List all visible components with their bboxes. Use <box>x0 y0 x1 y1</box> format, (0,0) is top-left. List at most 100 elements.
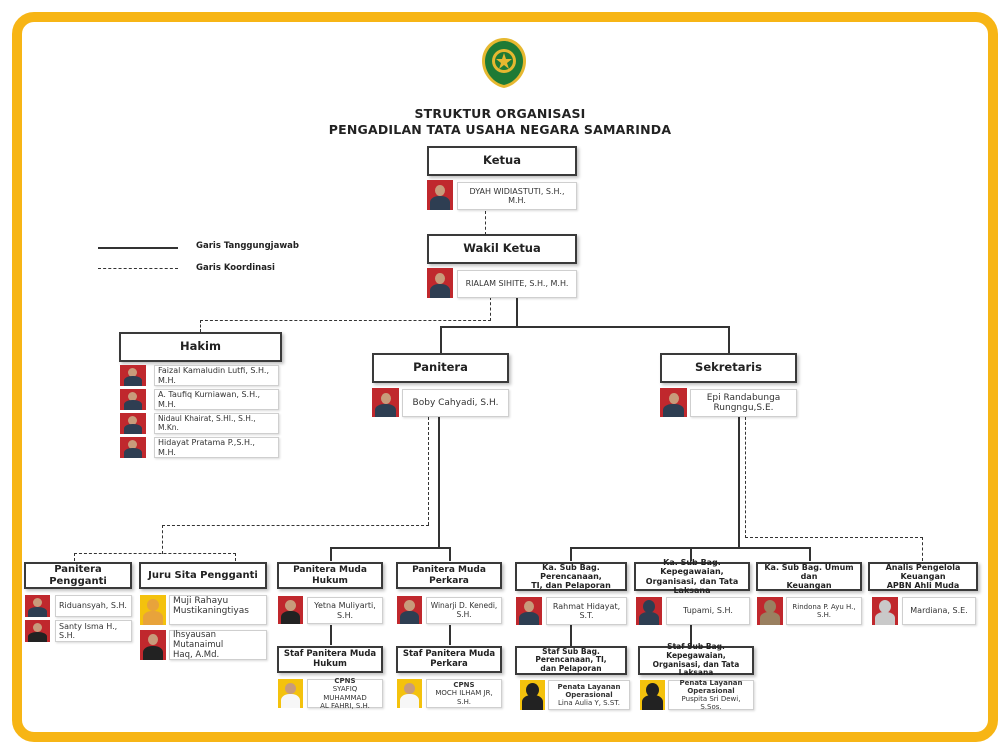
wakil-photo <box>427 268 453 298</box>
hakim-photo-2 <box>120 389 146 410</box>
uk-photo <box>757 597 783 625</box>
sekretaris-name-line1: Epi Randabunga <box>706 392 781 403</box>
legend-solid-label: Garis Tanggungjawab <box>196 241 300 251</box>
connector-wakil-down <box>516 297 518 327</box>
apk-title-line1: Analis Pengelola Keuangan <box>885 562 961 581</box>
apk-title-line2: APBN Ahli Muda <box>886 581 960 591</box>
apk-name: Mardiana, S.E. <box>902 597 976 625</box>
legend-solid-line <box>98 247 178 249</box>
jsp-member-2-line2: Haq, A.Md. <box>173 649 220 660</box>
ketua-name: DYAH WIDIASTUTI, S.H., M.H. <box>457 182 577 210</box>
pmp-photo <box>397 596 422 624</box>
connector-ptl-drop <box>570 547 572 561</box>
connector-ptl-staf <box>570 625 572 646</box>
jsp-title-box: Juru Sita Pengganti <box>139 562 267 589</box>
ptl-staf-title-line2: dan Pelaporan <box>540 663 602 673</box>
hakim-photo-4 <box>120 437 146 458</box>
pmh-photo <box>278 596 303 624</box>
pp-photo-1 <box>25 595 50 617</box>
sekretaris-name-line2: Rungngu,S.E. <box>713 403 774 413</box>
jsp-photo-1 <box>140 595 166 625</box>
pmh-staf-photo <box>278 679 303 708</box>
hakim-member-3: Nidaul Khairat, S.HI., S.H., M.Kn. <box>154 413 279 434</box>
jsp-member-1-line1: Muji Rahayu <box>173 596 229 606</box>
connector-pan-pp-v <box>428 417 429 525</box>
pmp-staf-title-box: Staf Panitera Muda Perkara <box>396 646 502 673</box>
pp-photo-2 <box>25 620 50 642</box>
legend-dashed-label: Garis Koordinasi <box>196 263 275 273</box>
court-logo-icon <box>482 38 526 88</box>
pmh-staf-name-line1: SYAFIQ MUHAMMAD <box>323 685 367 702</box>
hakim-member-4: Hidayat Pratama P.,S.H., M.H. <box>154 437 279 458</box>
ketua-photo <box>427 180 453 210</box>
kot-title-box: Ka. Sub Bag. Kepegawaian, Organisasi, da… <box>634 558 750 595</box>
connector-sekretaris-drop <box>728 326 730 353</box>
connector-sek-sub-v <box>738 417 740 548</box>
connector-pan-pm-v <box>438 417 440 548</box>
kot-name: Tupami, S.H. <box>666 597 750 625</box>
connector-wakil-hakim-v <box>490 297 491 321</box>
connector-pp-drop <box>74 553 75 561</box>
connector-uk-drop <box>809 547 811 561</box>
ptl-title-line1: Ka. Sub Bag. Perencanaan, <box>540 562 602 581</box>
pmp-staf-name: MOCH ILHAM JR, S.H. <box>435 689 493 706</box>
ptl-staf-name: Lina Aulia Y, S.ST. <box>558 699 620 708</box>
kot-staf-role-line1: Penata Layanan <box>679 678 743 687</box>
uk-title-box: Ka. Sub Bag. Umum dan Keuangan <box>756 562 862 591</box>
ketua-title-box: Ketua <box>427 146 577 176</box>
connector-panitera-drop <box>440 326 442 353</box>
pp-title-box: Panitera Pengganti <box>24 562 132 589</box>
kot-staf-title-line1: Staf Sub Bag. Kepegawaian, <box>666 642 726 660</box>
pmp-staf-photo <box>397 679 422 708</box>
wakil-name: RIALAM SIHITE, S.H., M.H. <box>457 270 577 298</box>
connector-pan-pp-h <box>162 525 429 526</box>
ptl-staf-role-line2: Operasional <box>565 690 613 699</box>
connector-pmp-staf <box>449 625 451 645</box>
kot-title-line1: Ka. Sub Bag. Kepegawaian, <box>660 558 724 577</box>
pmp-name: Winarji D. Kenedi, S.H. <box>426 597 502 624</box>
hakim-member-1: Faizal Kamaludin Lutfi, S.H., M.H. <box>154 365 279 386</box>
hakim-photo-1 <box>120 365 146 386</box>
ptl-title-line2: TI, dan Pelaporan <box>531 581 611 591</box>
pmp-title-box: Panitera Muda Perkara <box>396 562 502 589</box>
pp-member-2: Santy Isma H., S.H. <box>55 620 132 642</box>
kot-photo <box>636 597 662 625</box>
kot-staf-info: Penata Layanan Operasional Puspita Sri D… <box>668 678 754 712</box>
connector-pp-jsp-v <box>162 525 163 554</box>
ptl-title-box: Ka. Sub Bag. Perencanaan, TI, dan Pelapo… <box>515 562 627 591</box>
ptl-name: Rahmat Hidayat, S.T. <box>546 597 627 625</box>
kot-staf-role-line2: Operasional <box>687 686 735 695</box>
sekretaris-title-box: Sekretaris <box>660 353 797 383</box>
connector-apk-drop <box>922 537 923 561</box>
legend-dashed-line <box>98 268 178 269</box>
pmh-title-box: Panitera Muda Hukum <box>277 562 383 589</box>
pp-member-1: Riduansyah, S.H. <box>55 595 132 617</box>
pmh-staf-role: CPNS <box>334 677 356 686</box>
hakim-member-2: A. Taufiq Kurniawan, S.H., M.H. <box>154 389 279 410</box>
sekretaris-photo <box>660 388 687 417</box>
connector-pp-jsp-bar <box>74 553 236 554</box>
panitera-photo <box>372 388 399 417</box>
ptl-staf-role-line1: Penata Layanan <box>557 682 621 691</box>
jsp-member-1-line2: Mustikaningtiyas <box>173 606 249 617</box>
hakim-photo-3 <box>120 413 146 434</box>
wakil-title-box: Wakil Ketua <box>427 234 577 264</box>
connector-ketua-wakil <box>485 211 486 235</box>
ptl-staf-title-line1: Staf Sub Bag. Perencanaan, TI, <box>535 646 607 665</box>
uk-title-line1: Ka. Sub Bag. Umum dan <box>764 562 854 581</box>
connector-kot-staf <box>690 625 692 646</box>
kot-title-line2: Organisasi, dan Tata Laksana <box>645 576 739 595</box>
sekretaris-name: Epi Randabunga Rungngu,S.E. <box>690 389 797 417</box>
ptl-staf-photo <box>520 680 545 710</box>
pmh-staf-name-line2: AL FAHRI, S.H. <box>320 701 370 710</box>
connector-jsp-drop <box>235 553 236 561</box>
jsp-photo-2 <box>140 630 166 660</box>
kot-staf-name: Puspita Sri Dewi, S.Sos. <box>681 695 741 712</box>
pmh-staf-title-box: Staf Panitera Muda Hukum <box>277 646 383 673</box>
pmh-name: Yetna Muliyarti, S.H. <box>307 597 383 624</box>
pmh-staf-info: CPNS SYAFIQ MUHAMMAD AL FAHRI, S.H. <box>307 677 383 710</box>
connector-pm-bar <box>330 547 450 549</box>
jsp-member-1: Muji Rahayu Mustikaningtiyas <box>169 595 267 625</box>
apk-title-box: Analis Pengelola Keuangan APBN Ahli Muda <box>868 562 978 591</box>
chart-title-line1: STRUKTUR ORGANISASI <box>414 106 586 121</box>
